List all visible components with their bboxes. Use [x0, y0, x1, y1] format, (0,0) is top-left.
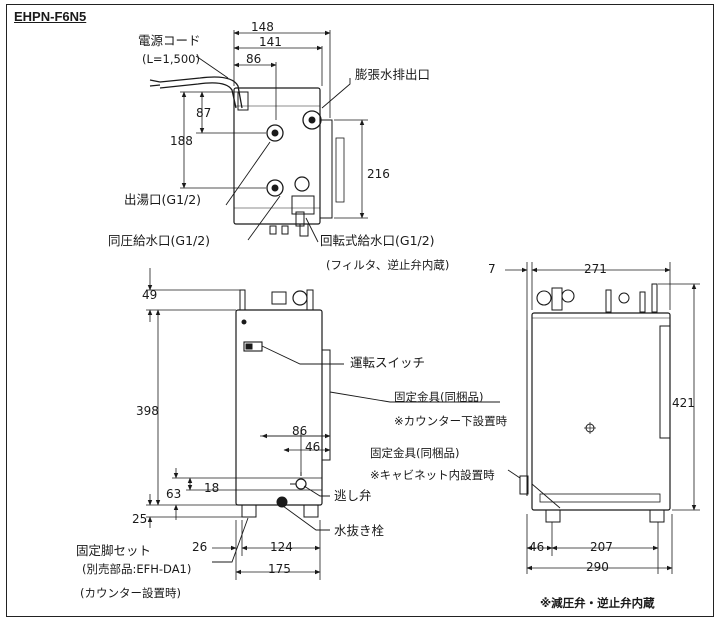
model-number: EHPN-F6N5 — [14, 9, 87, 24]
dim-124: 124 — [270, 540, 293, 554]
front-bracket-note: ※カウンター下設置時 — [394, 414, 508, 428]
front-view-leaders — [212, 345, 500, 563]
footnote: ※減圧弁・逆止弁内蔵 — [540, 596, 655, 610]
dim-148: 148 — [251, 20, 274, 34]
dim-25: 25 — [132, 512, 148, 526]
dim-87: 87 — [196, 106, 212, 120]
top-view-dimensions — [180, 30, 368, 219]
dim-7: 7 — [488, 262, 496, 276]
side-bracket-note: ※キャビネット内設置時 — [370, 468, 495, 482]
dim-216: 216 — [367, 167, 390, 181]
dim-421: 421 — [672, 396, 695, 410]
dim-86-top: 86 — [246, 52, 262, 66]
power-cord-length: (L=1,500) — [142, 52, 200, 66]
dim-290: 290 — [586, 560, 609, 574]
side-view-dimensions — [505, 262, 700, 574]
front-bracket-label: 固定金具(同梱品) — [394, 390, 484, 404]
dim-46-side: 46 — [529, 540, 545, 554]
expansion-drain-label: 膨張水排出口 — [355, 67, 431, 82]
dim-18: 18 — [204, 481, 220, 495]
dim-26: 26 — [192, 540, 208, 554]
dim-398: 398 — [136, 404, 159, 418]
front-view-unit — [235, 289, 331, 518]
leg-set-part: (別売部品:EFH-DA1) — [82, 562, 192, 576]
dim-49: 49 — [142, 288, 158, 302]
top-view-unit — [149, 76, 345, 237]
side-view-unit — [519, 283, 671, 523]
run-switch-label: 運転スイッチ — [350, 355, 426, 370]
side-view-leaders — [507, 469, 561, 509]
front-view-dimensions — [146, 268, 331, 580]
leg-set-note: (カウンター設置時) — [80, 586, 181, 600]
dim-175: 175 — [268, 562, 291, 576]
rotary-inlet-label: 回転式給水口(G1/2) — [320, 233, 435, 248]
top-view-leaders — [195, 55, 351, 243]
diagram-frame — [6, 4, 714, 617]
dim-188: 188 — [170, 134, 193, 148]
dim-63: 63 — [166, 487, 182, 501]
drain-plug-label: 水抜き栓 — [334, 523, 385, 538]
dim-207: 207 — [590, 540, 613, 554]
dim-86-front: 86 — [292, 424, 308, 438]
dim-271: 271 — [584, 262, 607, 276]
relief-valve-label: 逃し弁 — [334, 488, 372, 503]
dim-141: 141 — [259, 35, 282, 49]
hot-water-outlet-label: 出湯口(G1/2) — [124, 192, 202, 207]
power-cord-label: 電源コード — [138, 33, 201, 48]
same-pressure-inlet-label: 同圧給水口(G1/2) — [108, 233, 211, 248]
leg-set-label: 固定脚セット — [76, 543, 152, 558]
rotary-inlet-note: (フィルタ、逆止弁内蔵) — [326, 258, 450, 272]
side-bracket-label: 固定金具(同梱品) — [370, 446, 460, 460]
dim-46-front: 46 — [305, 440, 321, 454]
